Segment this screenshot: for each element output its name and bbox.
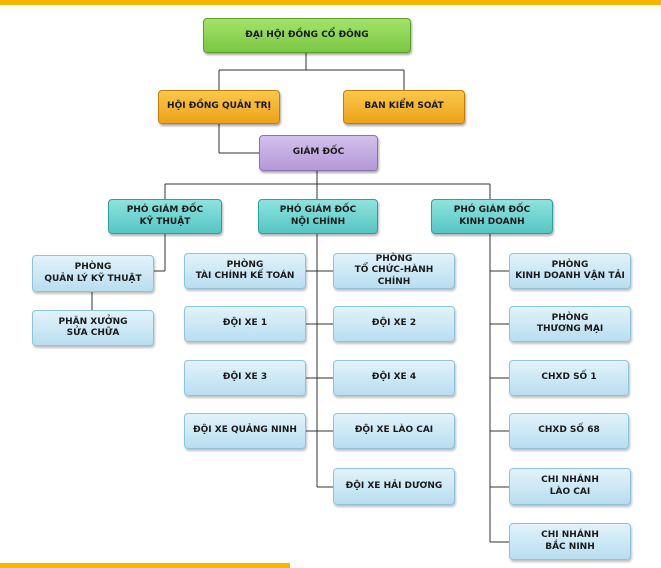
node-finance-dept: PHÒNG TÀI CHÍNH KẾ TOÁN: [184, 253, 306, 289]
node-vp-technical: PHÓ GIÁM ĐỐC KỸ THUẬT: [108, 199, 222, 234]
node-fleet-quang-ninh: ĐỘI XE QUẢNG NINH: [184, 413, 306, 449]
node-chxd-68: CHXD SỐ 68: [509, 413, 629, 449]
node-vp-internal: PHÓ GIÁM ĐỐC NỘI CHÍNH: [258, 199, 378, 234]
node-director: GIÁM ĐỐC: [259, 135, 378, 171]
node-supervisory: BAN KIỂM SOÁT: [343, 90, 465, 124]
node-fleet-1: ĐỘI XE 1: [184, 306, 306, 342]
node-fleet-hai-duong: ĐỘI XE HẢI DƯƠNG: [333, 468, 455, 505]
node-hr-dept: PHÒNG TỔ CHỨC-HÀNH CHÍNH: [333, 253, 455, 289]
node-board: HỘI ĐỒNG QUẢN TRỊ: [158, 90, 280, 124]
node-fleet-lao-cai: ĐỘI XE LÀO CAI: [333, 413, 455, 449]
node-transport-dept: PHÒNG KINH DOANH VẬN TẢI: [509, 253, 631, 289]
bottom-accent-bar: [0, 563, 290, 568]
node-chxd-1: CHXD SỐ 1: [509, 360, 629, 396]
node-shareholders: ĐẠI HỘI ĐỒNG CỔ ĐÔNG: [203, 18, 411, 53]
node-fleet-2: ĐỘI XE 2: [333, 306, 455, 342]
node-fleet-3: ĐỘI XE 3: [184, 360, 306, 396]
node-vp-business: PHÓ GIÁM ĐỐC KINH DOANH: [431, 199, 553, 234]
node-fleet-4: ĐỘI XE 4: [333, 360, 455, 396]
node-branch-lao-cai: CHI NHÁNH LÀO CAI: [509, 468, 631, 505]
top-accent-bar: [0, 0, 661, 5]
node-tech-dept: PHÒNG QUẢN LÝ KỸ THUẬT: [32, 255, 154, 292]
node-branch-bac-ninh: CHI NHÁNH BẮC NINH: [509, 523, 631, 560]
node-repair-workshop: PHÂN XƯỞNG SỬA CHỮA: [32, 310, 154, 346]
node-trade-dept: PHÒNG THƯƠNG MẠI: [509, 306, 631, 342]
